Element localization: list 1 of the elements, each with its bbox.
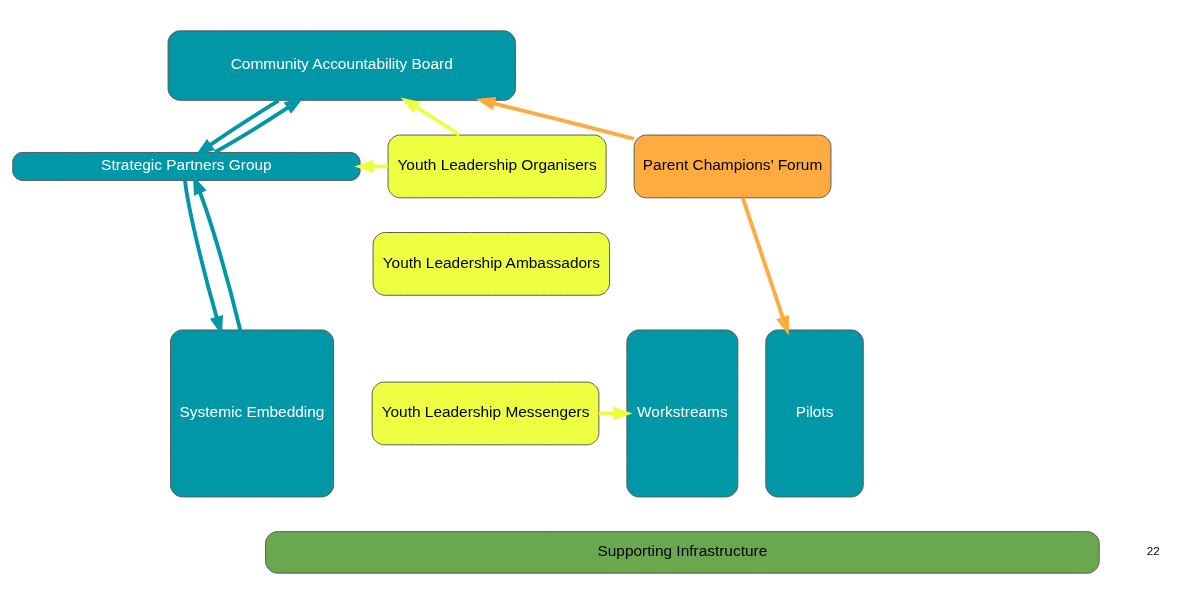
label: 22 [1146, 545, 1160, 558]
